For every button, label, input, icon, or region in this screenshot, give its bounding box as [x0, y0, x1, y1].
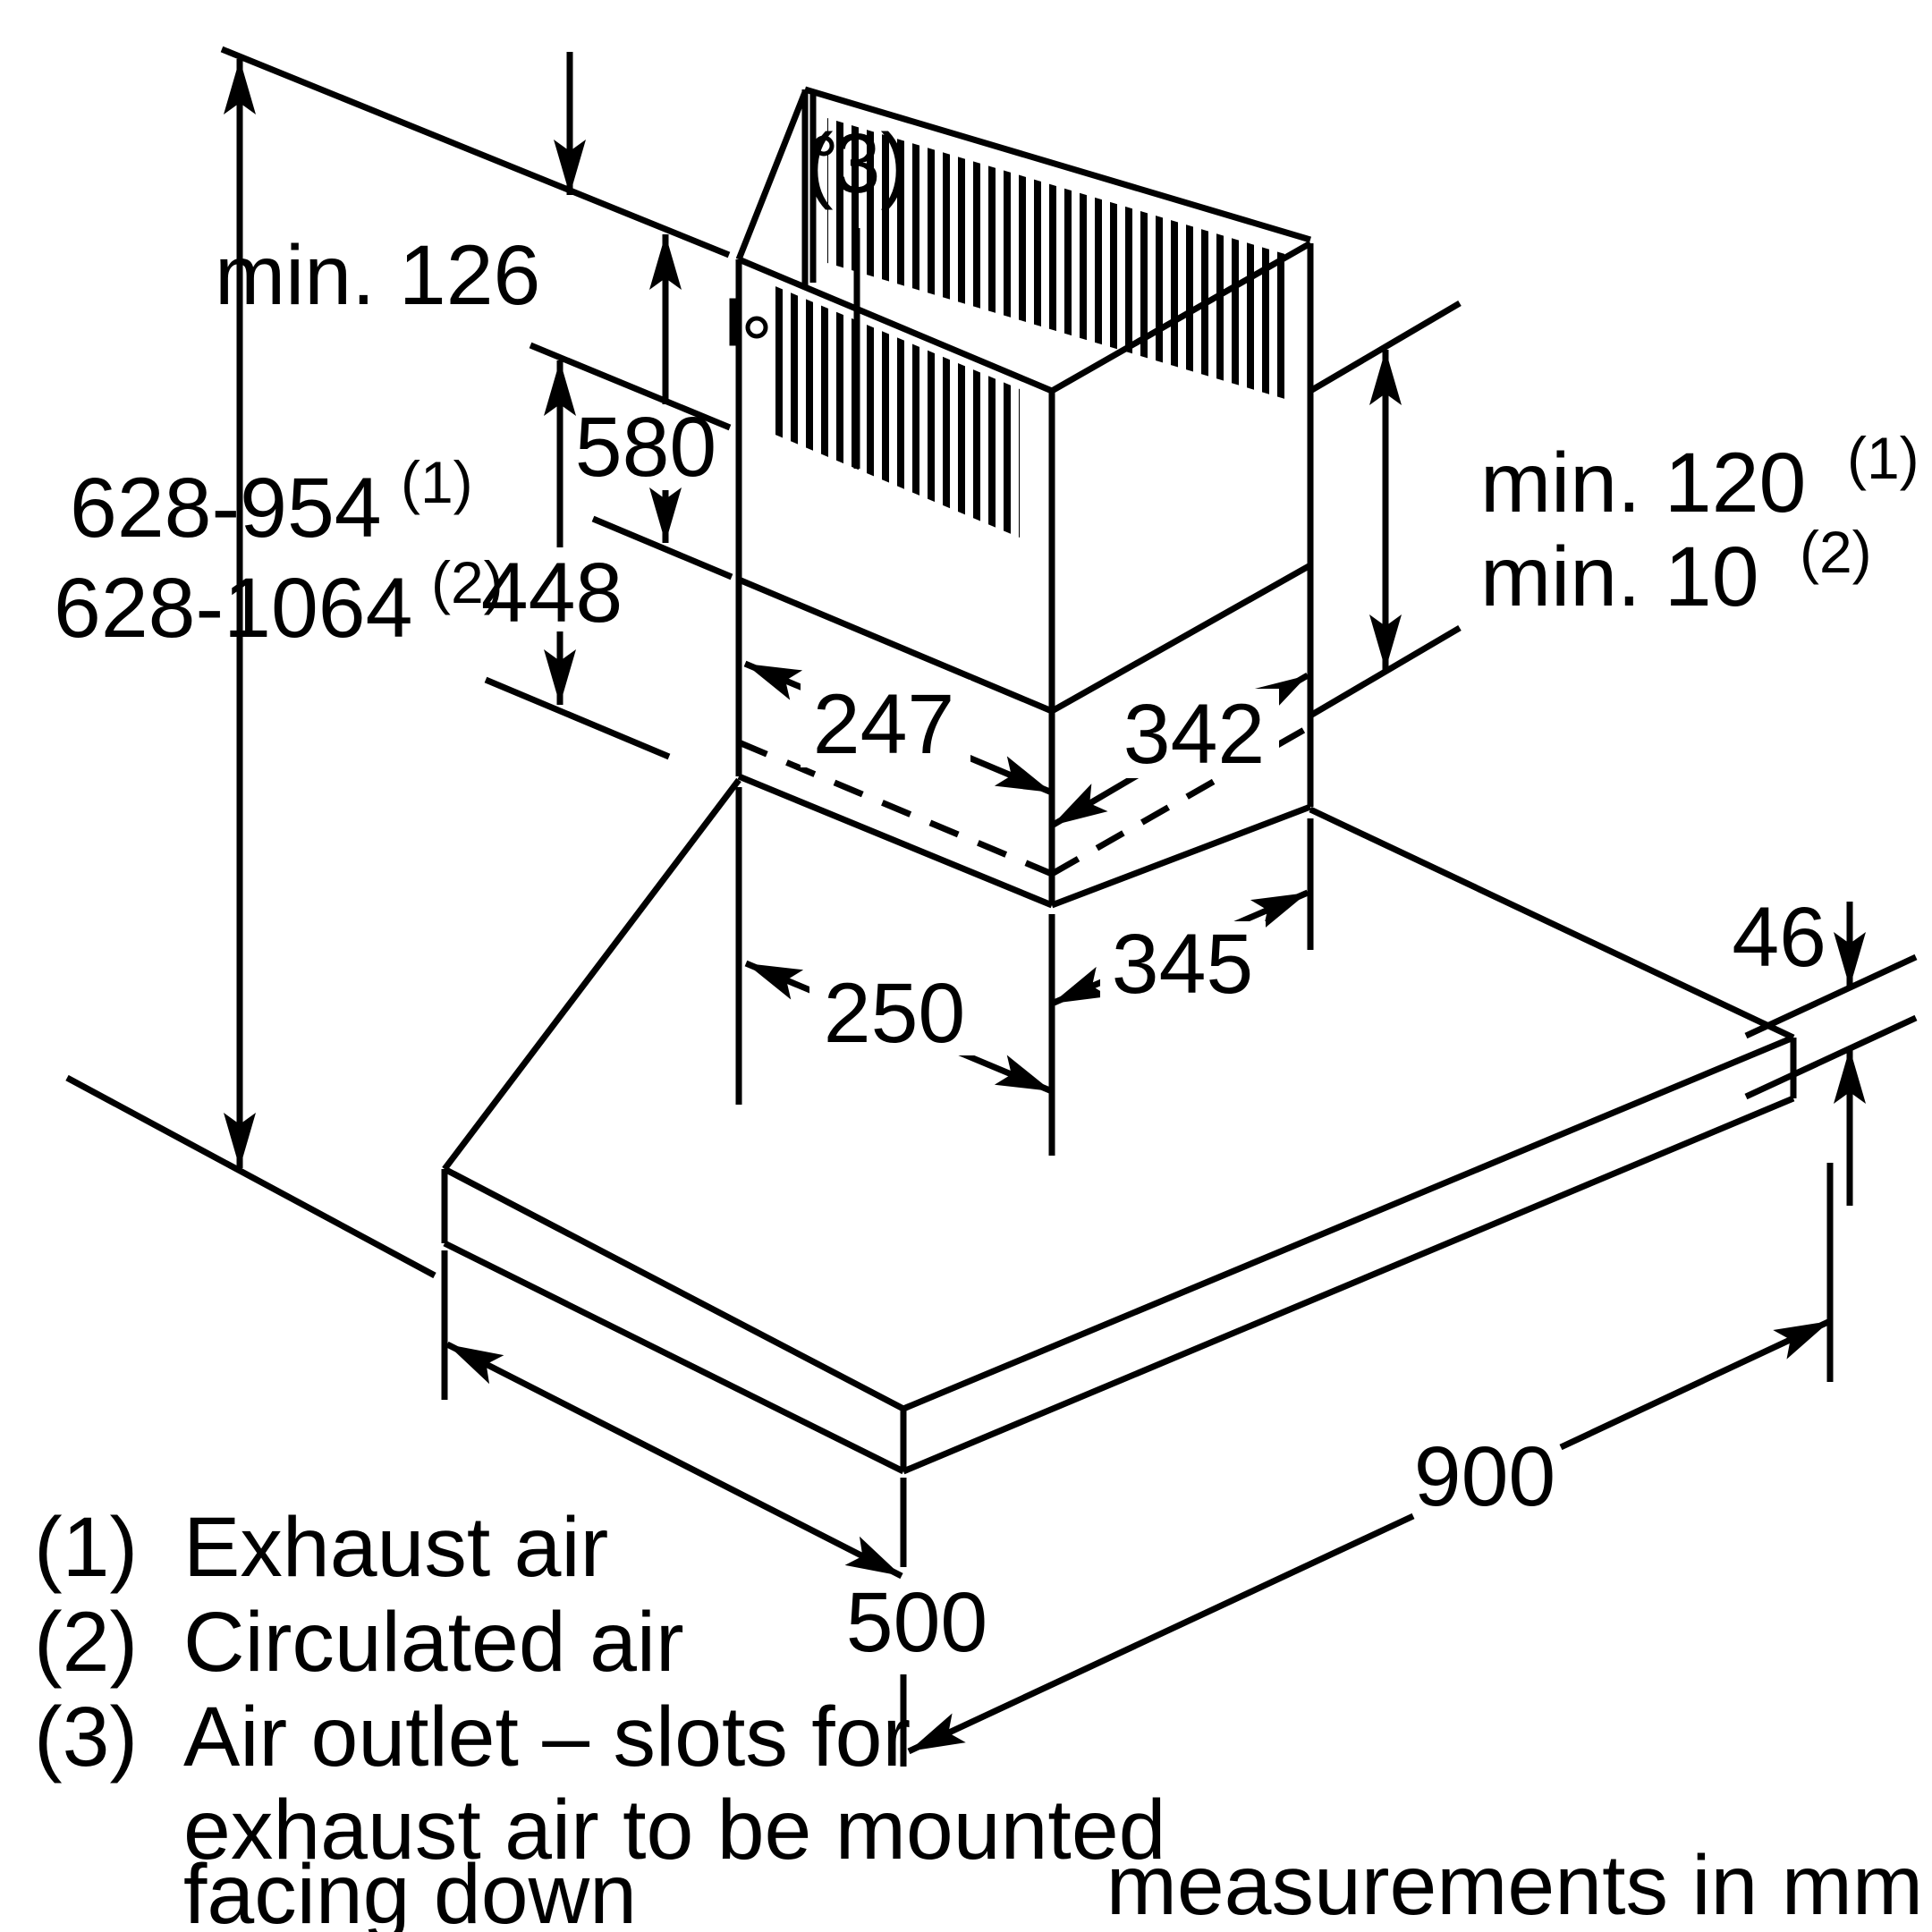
canopy-body [441, 777, 1797, 1475]
overall-height-exhaust-value: 628-954 [70, 461, 382, 555]
thickness-top-tick [1744, 953, 1918, 1039]
width-line-left [907, 1513, 1415, 1755]
extension-exhaust-value: min. 120 [1480, 436, 1806, 530]
extension-recirc-value: min. 10 [1480, 530, 1759, 624]
air-outlet-callout: (3) [805, 116, 909, 469]
canopy-front-left-bottom-edge [443, 1240, 905, 1475]
ceiling-clearance-value: min. 126 [215, 228, 540, 323]
canopy-back-left-edge [442, 777, 741, 1172]
footnote-3-text-line3: facing down [183, 1847, 637, 1932]
front-panel-screw-hole [745, 316, 768, 339]
dim-lower-duct-width: 250 [735, 787, 1055, 1156]
extension-top-tick [1309, 300, 1462, 394]
wall-bottom-reference-line [65, 1074, 436, 1279]
thickness-value: 46 [1732, 890, 1826, 985]
footnote-3-text-line2: exhaust air to be mounted [183, 1783, 1165, 1877]
depth-value: 500 [846, 1575, 988, 1670]
dim-overall-height: 628-954 (1) 628-1064 (2) [54, 59, 504, 1168]
extension-bottom-tick [1309, 624, 1462, 719]
back-panel-top-edge [804, 86, 1311, 243]
right-face-top-edge [1050, 240, 1312, 394]
canopy-front-right-bottom-edge [902, 1095, 1795, 1475]
dim-canopy-thickness: 46 [1732, 890, 1918, 1206]
dim-upper-chimney-height: 580 [575, 234, 733, 580]
upper-width-value: 247 [813, 677, 955, 772]
overall-height-recirc-value: 628-1064 [54, 561, 412, 656]
dim-upper-duct-width: 247 [743, 660, 1054, 796]
extension-exhaust-sup: (1) [1847, 425, 1919, 491]
canopy-front-right-top-edge [902, 1034, 1795, 1412]
upper-width-mask [801, 680, 970, 767]
extension-recirc-sup: (2) [1800, 519, 1872, 585]
footnote-1-marker: (1) [34, 1500, 138, 1595]
dim-upper-duct-depth: 342 [1050, 672, 1309, 829]
units-note: measurements in mm [1106, 1838, 1923, 1932]
ceiling-reference-line [220, 46, 731, 258]
dim-chimney-extension: min. 120 (1) min. 10 (2) [1309, 300, 1919, 719]
lower-width-value: 250 [824, 966, 966, 1061]
front-panel-notch [729, 298, 739, 346]
back-panel-screw-hole [813, 135, 835, 157]
lower-height-value: 448 [481, 546, 623, 640]
dim-canopy-width: 900 [907, 1163, 1834, 1755]
footnote-3-marker: (3) [34, 1690, 138, 1784]
ceiling-clearance-tick [529, 342, 732, 431]
chimney-base-left-edge [737, 773, 1054, 909]
canopy-front-left-top-edge [443, 1165, 905, 1412]
chimney-base-right-edge [1050, 803, 1312, 909]
canopy-back-right-edge [1309, 806, 1795, 1041]
width-value: 900 [1414, 1429, 1556, 1524]
dim-lower-chimney-height: 448 [481, 360, 671, 760]
dim-canopy-depth: 500 [441, 1250, 988, 1767]
lower-depth-value: 345 [1112, 917, 1254, 1012]
dim-lower-duct-depth: 345 [1050, 818, 1314, 1012]
duct-interior-top-edge [735, 90, 809, 261]
upper-depth-value: 342 [1123, 687, 1266, 782]
thickness-bottom-tick [1744, 1014, 1918, 1100]
upper-height-value: 580 [575, 400, 717, 495]
front-panel-air-outlet-slots [771, 284, 1020, 538]
overall-height-exhaust-sup: (1) [401, 449, 473, 515]
footnote-2-text: Circulated air [183, 1595, 684, 1690]
upper-height-tick [591, 515, 733, 580]
reference-lines [65, 46, 731, 1279]
footnote-2-marker: (2) [34, 1595, 138, 1690]
footnotes: (1) Exhaust air (2) Circulated air (3) A… [34, 1500, 1165, 1932]
front-panel-top-edge [737, 256, 1054, 394]
lower-width-mask [809, 970, 979, 1055]
dim-ceiling-clearance: min. 126 [215, 52, 732, 431]
footnote-1-text: Exhaust air [183, 1500, 608, 1595]
lower-height-tick [484, 676, 671, 760]
lower-depth-mask [1100, 921, 1266, 1006]
upper-depth-mask [1109, 689, 1279, 778]
back-panel-air-outlet-slots [827, 118, 1288, 400]
chimney-duct [729, 86, 1314, 909]
width-line-right [1559, 1318, 1832, 1451]
depth-dimension-line [445, 1341, 903, 1580]
overall-height-recirc-sup: (2) [431, 549, 504, 615]
air-outlet-label: (3) [805, 116, 909, 211]
footnote-3-text: Air outlet – slots for [183, 1690, 911, 1784]
